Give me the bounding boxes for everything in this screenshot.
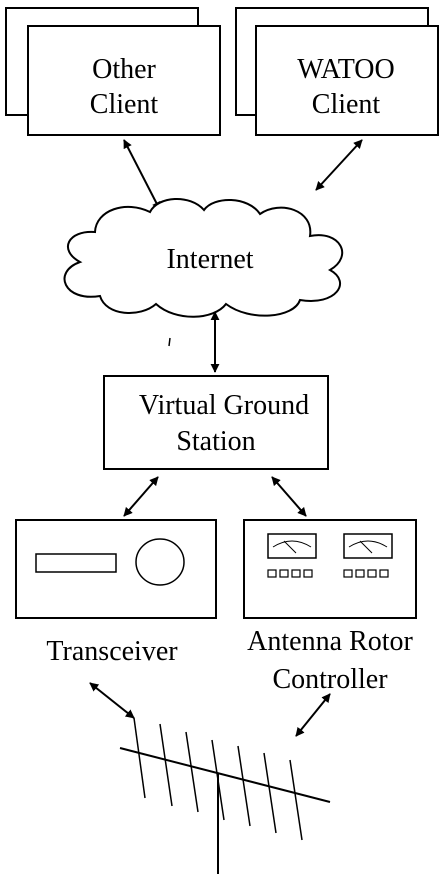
antenna-element (211, 739, 225, 821)
tick-mark (168, 337, 171, 347)
antenna-element (237, 745, 251, 827)
other-client-label-line2: Client (90, 89, 159, 120)
cloud-icon (63, 197, 343, 318)
antenna-element (289, 759, 303, 841)
vgs-label-line1: Virtual Ground (139, 390, 309, 421)
right-meter (343, 533, 393, 559)
antenna-boom (119, 747, 331, 803)
vgs-rotor-arrow (271, 476, 307, 517)
antenna-element (185, 731, 199, 813)
antenna-element (159, 723, 173, 807)
right-meter-arc (348, 540, 388, 548)
watoo-client-label-line1: WATOO (297, 54, 394, 85)
rotor-label-line1: Antenna Rotor (247, 626, 413, 657)
antenna-element (263, 752, 277, 834)
watoo-client-internet-arrow (315, 139, 363, 191)
other-client-node: Other Client (5, 7, 221, 136)
left-meter-needle (283, 540, 297, 554)
vgs-transceiver-arrow (123, 476, 159, 517)
other-client-internet-arrow (123, 139, 161, 211)
rotor-label-line2: Controller (272, 664, 388, 695)
internet-cloud: Internet (63, 197, 343, 318)
other-client-label-line1: Other (92, 54, 156, 85)
rotor-buttons (267, 569, 389, 578)
rotor-antenna-arrow (295, 693, 331, 737)
watoo-client-node: WATOO Client (235, 7, 439, 136)
internet-label: Internet (166, 244, 253, 275)
transceiver-node: Transceiver (15, 519, 217, 667)
transceiver-knob (135, 538, 185, 586)
right-meter-needle (359, 540, 373, 554)
antenna-rotor-controller-node: Antenna Rotor Controller (243, 519, 417, 695)
vgs-box (103, 375, 329, 470)
antenna-element (133, 717, 146, 799)
watoo-client-label-line2: Client (312, 89, 381, 120)
other-client-front-box (27, 25, 221, 136)
left-meter (267, 533, 317, 559)
virtual-ground-station-node: Virtual Ground Station (103, 375, 329, 470)
left-meter-arc (272, 540, 312, 548)
transceiver-label: Transceiver (46, 636, 178, 667)
vgs-label-line2: Station (176, 426, 255, 457)
yagi-antenna-icon (119, 717, 331, 874)
watoo-client-front-box (255, 25, 439, 136)
transceiver-antenna-arrow (89, 682, 135, 719)
transceiver-display (35, 553, 117, 573)
